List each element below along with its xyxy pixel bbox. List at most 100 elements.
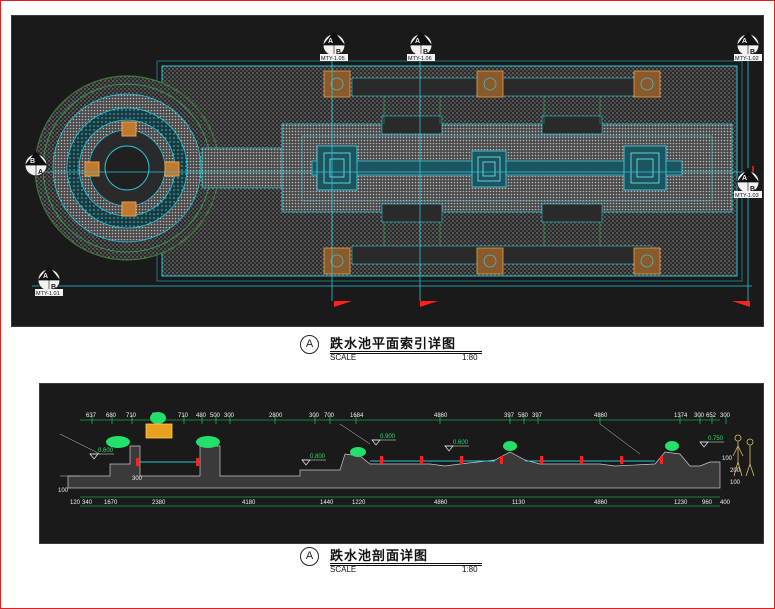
bottom-dimension: 4860 xyxy=(434,500,448,506)
index-marker-sub: B xyxy=(750,49,755,56)
index-marker-tag: MTY-1.03 xyxy=(735,193,759,199)
level-marker: 0.900 xyxy=(371,434,396,446)
section-caption-title: 跌水池剖面详图 xyxy=(330,549,429,564)
bottom-dimension: 1130 xyxy=(512,500,526,506)
top-dimension: 710 xyxy=(178,413,189,419)
section-cut-arrows xyxy=(334,301,750,307)
level-label: 0.750 xyxy=(708,436,724,442)
index-marker-sub: A xyxy=(38,169,43,176)
fountain-basin xyxy=(316,145,358,191)
planter-square xyxy=(121,201,137,217)
side-dimension: 100 xyxy=(722,456,733,462)
tree-pit xyxy=(633,70,661,98)
top-dimension: 680 xyxy=(106,413,117,419)
index-marker-letter: A xyxy=(328,38,333,45)
plan-drawing: ABMTY-1.05ABMTY-1.06ABMTY-1.02BAABMTY-1.… xyxy=(24,31,762,307)
index-marker-letter: A xyxy=(742,38,747,45)
section-caption-letter: A xyxy=(300,547,319,566)
level-marker: 0.800 xyxy=(301,454,326,466)
index-marker-tag: MTY-1.01 xyxy=(36,291,60,297)
bottom-dimension: 4180 xyxy=(242,500,256,506)
plan-caption: A 跌水池平面索引详图 SCALE 1:80 xyxy=(300,333,500,363)
fountain-basin xyxy=(623,145,667,191)
top-dimension: 652 xyxy=(706,413,717,419)
bottom-dimension: 2380 xyxy=(152,500,166,506)
fountain-basin xyxy=(471,150,507,188)
tree-pit xyxy=(323,70,351,98)
tree-pit xyxy=(633,247,661,275)
top-dimension: 2800 xyxy=(269,413,283,419)
top-dimension: 710 xyxy=(126,413,137,419)
bottom-dimension: 1220 xyxy=(352,500,366,506)
index-marker-sub: B xyxy=(51,284,56,291)
side-dimension: 100 xyxy=(58,488,69,494)
top-dimension: 4860 xyxy=(434,413,448,419)
side-dimension: 100 xyxy=(730,480,741,486)
index-marker-sub: B xyxy=(423,49,428,56)
top-dimension: 300 xyxy=(720,413,731,419)
bottom-dimension: 1440 xyxy=(320,500,334,506)
top-dimension: 300 xyxy=(224,413,235,419)
plan-scale-label: SCALE xyxy=(330,353,357,362)
level-marker: 0.600 xyxy=(444,440,469,452)
index-marker-tag: MTY-1.06 xyxy=(408,56,432,62)
level-label: 0.900 xyxy=(380,434,396,440)
index-marker-sub: B xyxy=(336,49,341,56)
section-scale-label: SCALE xyxy=(330,565,357,574)
index-marker-letter: A xyxy=(742,175,747,182)
top-dimension: 480 xyxy=(196,413,207,419)
planter-square xyxy=(164,161,180,177)
index-marker-letter: A xyxy=(415,38,420,45)
level-marker: 0.750 xyxy=(699,436,724,448)
top-dimension: 500 xyxy=(210,413,221,419)
section-drawing-panel: 6376807109007104805003002800300700168448… xyxy=(39,383,764,544)
bottom-dimension: 1670 xyxy=(104,500,118,506)
index-marker-tag: MTY-1.02 xyxy=(735,56,759,62)
section-drawing: 6376807109007104805003002800300700168448… xyxy=(58,412,755,507)
tree-pit xyxy=(476,247,504,275)
top-dimension: 1374 xyxy=(674,413,688,419)
planter-square xyxy=(121,121,137,137)
index-marker-tag: MTY-1.05 xyxy=(321,56,345,62)
top-dimension: 397 xyxy=(532,413,543,419)
level-label: 0.800 xyxy=(310,454,326,460)
bottom-dimension: 400 xyxy=(720,500,731,506)
side-dimension: 300 xyxy=(132,476,143,482)
top-dimension: 580 xyxy=(518,413,529,419)
bottom-dimension: 1230 xyxy=(674,500,688,506)
tree-pit xyxy=(323,247,351,275)
index-marker-letter: A xyxy=(43,273,48,280)
plan-caption-title: 跌水池平面索引详图 xyxy=(330,337,457,352)
top-dimension: 637 xyxy=(86,413,97,419)
tree-pit xyxy=(476,70,504,98)
bottom-dimension: 120 xyxy=(70,500,81,506)
top-dimension: 700 xyxy=(324,413,335,419)
planter-urn xyxy=(145,423,173,439)
level-label: 0.600 xyxy=(453,440,469,446)
index-marker-letter: B xyxy=(30,158,35,165)
index-marker[interactable]: BA xyxy=(24,151,48,177)
planter-square xyxy=(84,161,100,177)
section-profile xyxy=(67,445,721,489)
plan-caption-letter: A xyxy=(300,335,319,354)
top-dimension: 4860 xyxy=(594,413,608,419)
level-marker: 0.600 xyxy=(89,448,114,460)
index-marker-sub: B xyxy=(750,186,755,193)
section-scale-value: 1:80 xyxy=(462,565,478,574)
bottom-dimension: 340 xyxy=(82,500,93,506)
level-label: 0.600 xyxy=(98,448,114,454)
top-dimension: 1684 xyxy=(350,413,364,419)
section-caption: A 跌水池剖面详图 SCALE 1:80 xyxy=(300,545,500,575)
plan-scale-value: 1:80 xyxy=(462,353,478,362)
human-scale-figures xyxy=(732,434,755,477)
top-dimension: 300 xyxy=(309,413,320,419)
top-dimension: 300 xyxy=(694,413,705,419)
bottom-dimension: 4860 xyxy=(594,500,608,506)
top-dimension: 397 xyxy=(504,413,515,419)
